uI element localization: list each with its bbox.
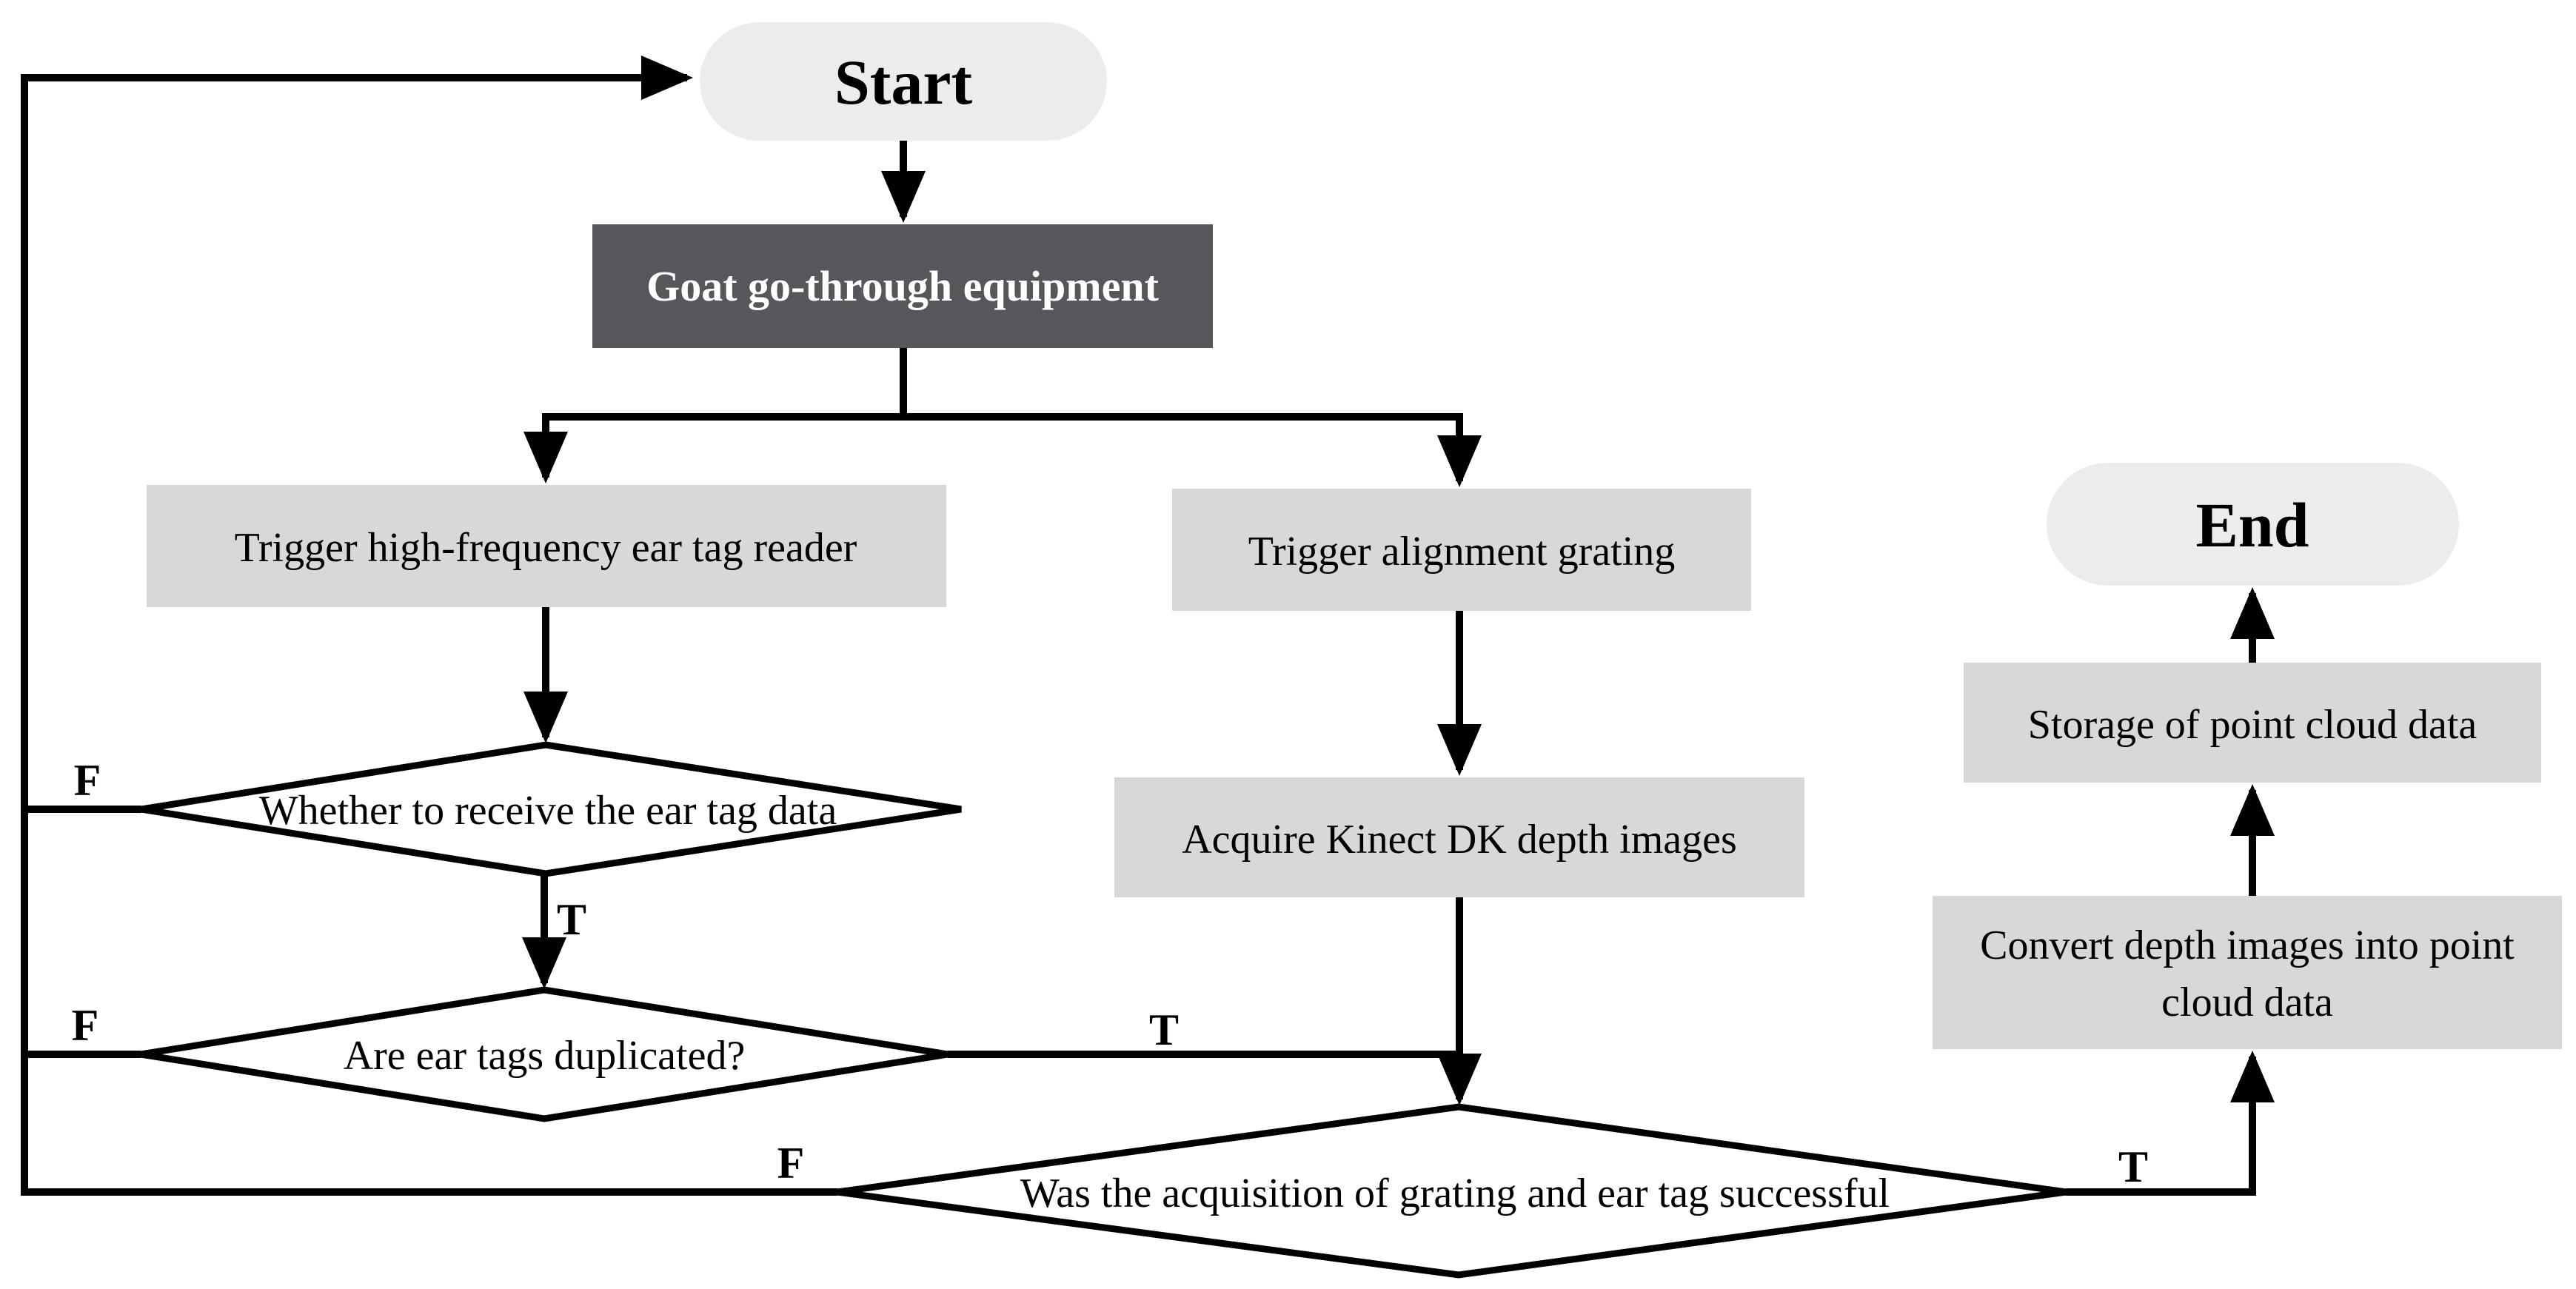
- success-true-label: T: [2118, 1142, 2148, 1191]
- trigger-reader-process-box: [147, 485, 946, 607]
- duplicate-false-label: F: [72, 1001, 99, 1050]
- equipment-process-box: [592, 224, 1213, 348]
- start-terminal: [700, 22, 1107, 141]
- storage-label: Storage of point cloud data: [2028, 702, 2478, 748]
- end-label: End: [2195, 489, 2309, 560]
- success-check-decision: [837, 1103, 2067, 1279]
- acquire-depth-label: Acquire Kinect DK depth images: [1182, 817, 1737, 863]
- duplicate-true-label: T: [1149, 1005, 1179, 1054]
- success-check-label: Was the acquisition of grating and ear t…: [1020, 1171, 1890, 1216]
- convert-label-line2: cloud data: [2161, 980, 2333, 1025]
- trigger-reader-label: Trigger high-frequency ear tag reader: [235, 525, 857, 571]
- convert-process-box: [1933, 896, 2562, 1049]
- end-terminal: [2047, 463, 2459, 586]
- convert-label-line1: Convert depth images into point: [1980, 923, 2515, 968]
- edge-success-true-to-convert: [2066, 1051, 2275, 1196]
- receive-check-decision: [141, 741, 962, 877]
- equipment-label: Goat go-through equipment: [646, 262, 1159, 310]
- receive-false-label: F: [74, 756, 101, 805]
- acquire-depth-process-box: [1114, 777, 1804, 897]
- trigger-grating-label: Trigger alignment grating: [1248, 529, 1676, 575]
- duplicate-check-label: Are ear tags duplicated?: [344, 1033, 746, 1079]
- edge-success-false-loop-to-start: [21, 56, 837, 1196]
- duplicate-check-decision: [140, 986, 949, 1122]
- start-label: Start: [834, 47, 973, 118]
- trigger-grating-process-box: [1172, 489, 1751, 611]
- receive-check-label: Whether to receive the ear tag data: [259, 788, 837, 834]
- receive-true-label: T: [557, 895, 586, 944]
- storage-process-box: [1964, 663, 2541, 783]
- success-false-label: F: [777, 1139, 805, 1188]
